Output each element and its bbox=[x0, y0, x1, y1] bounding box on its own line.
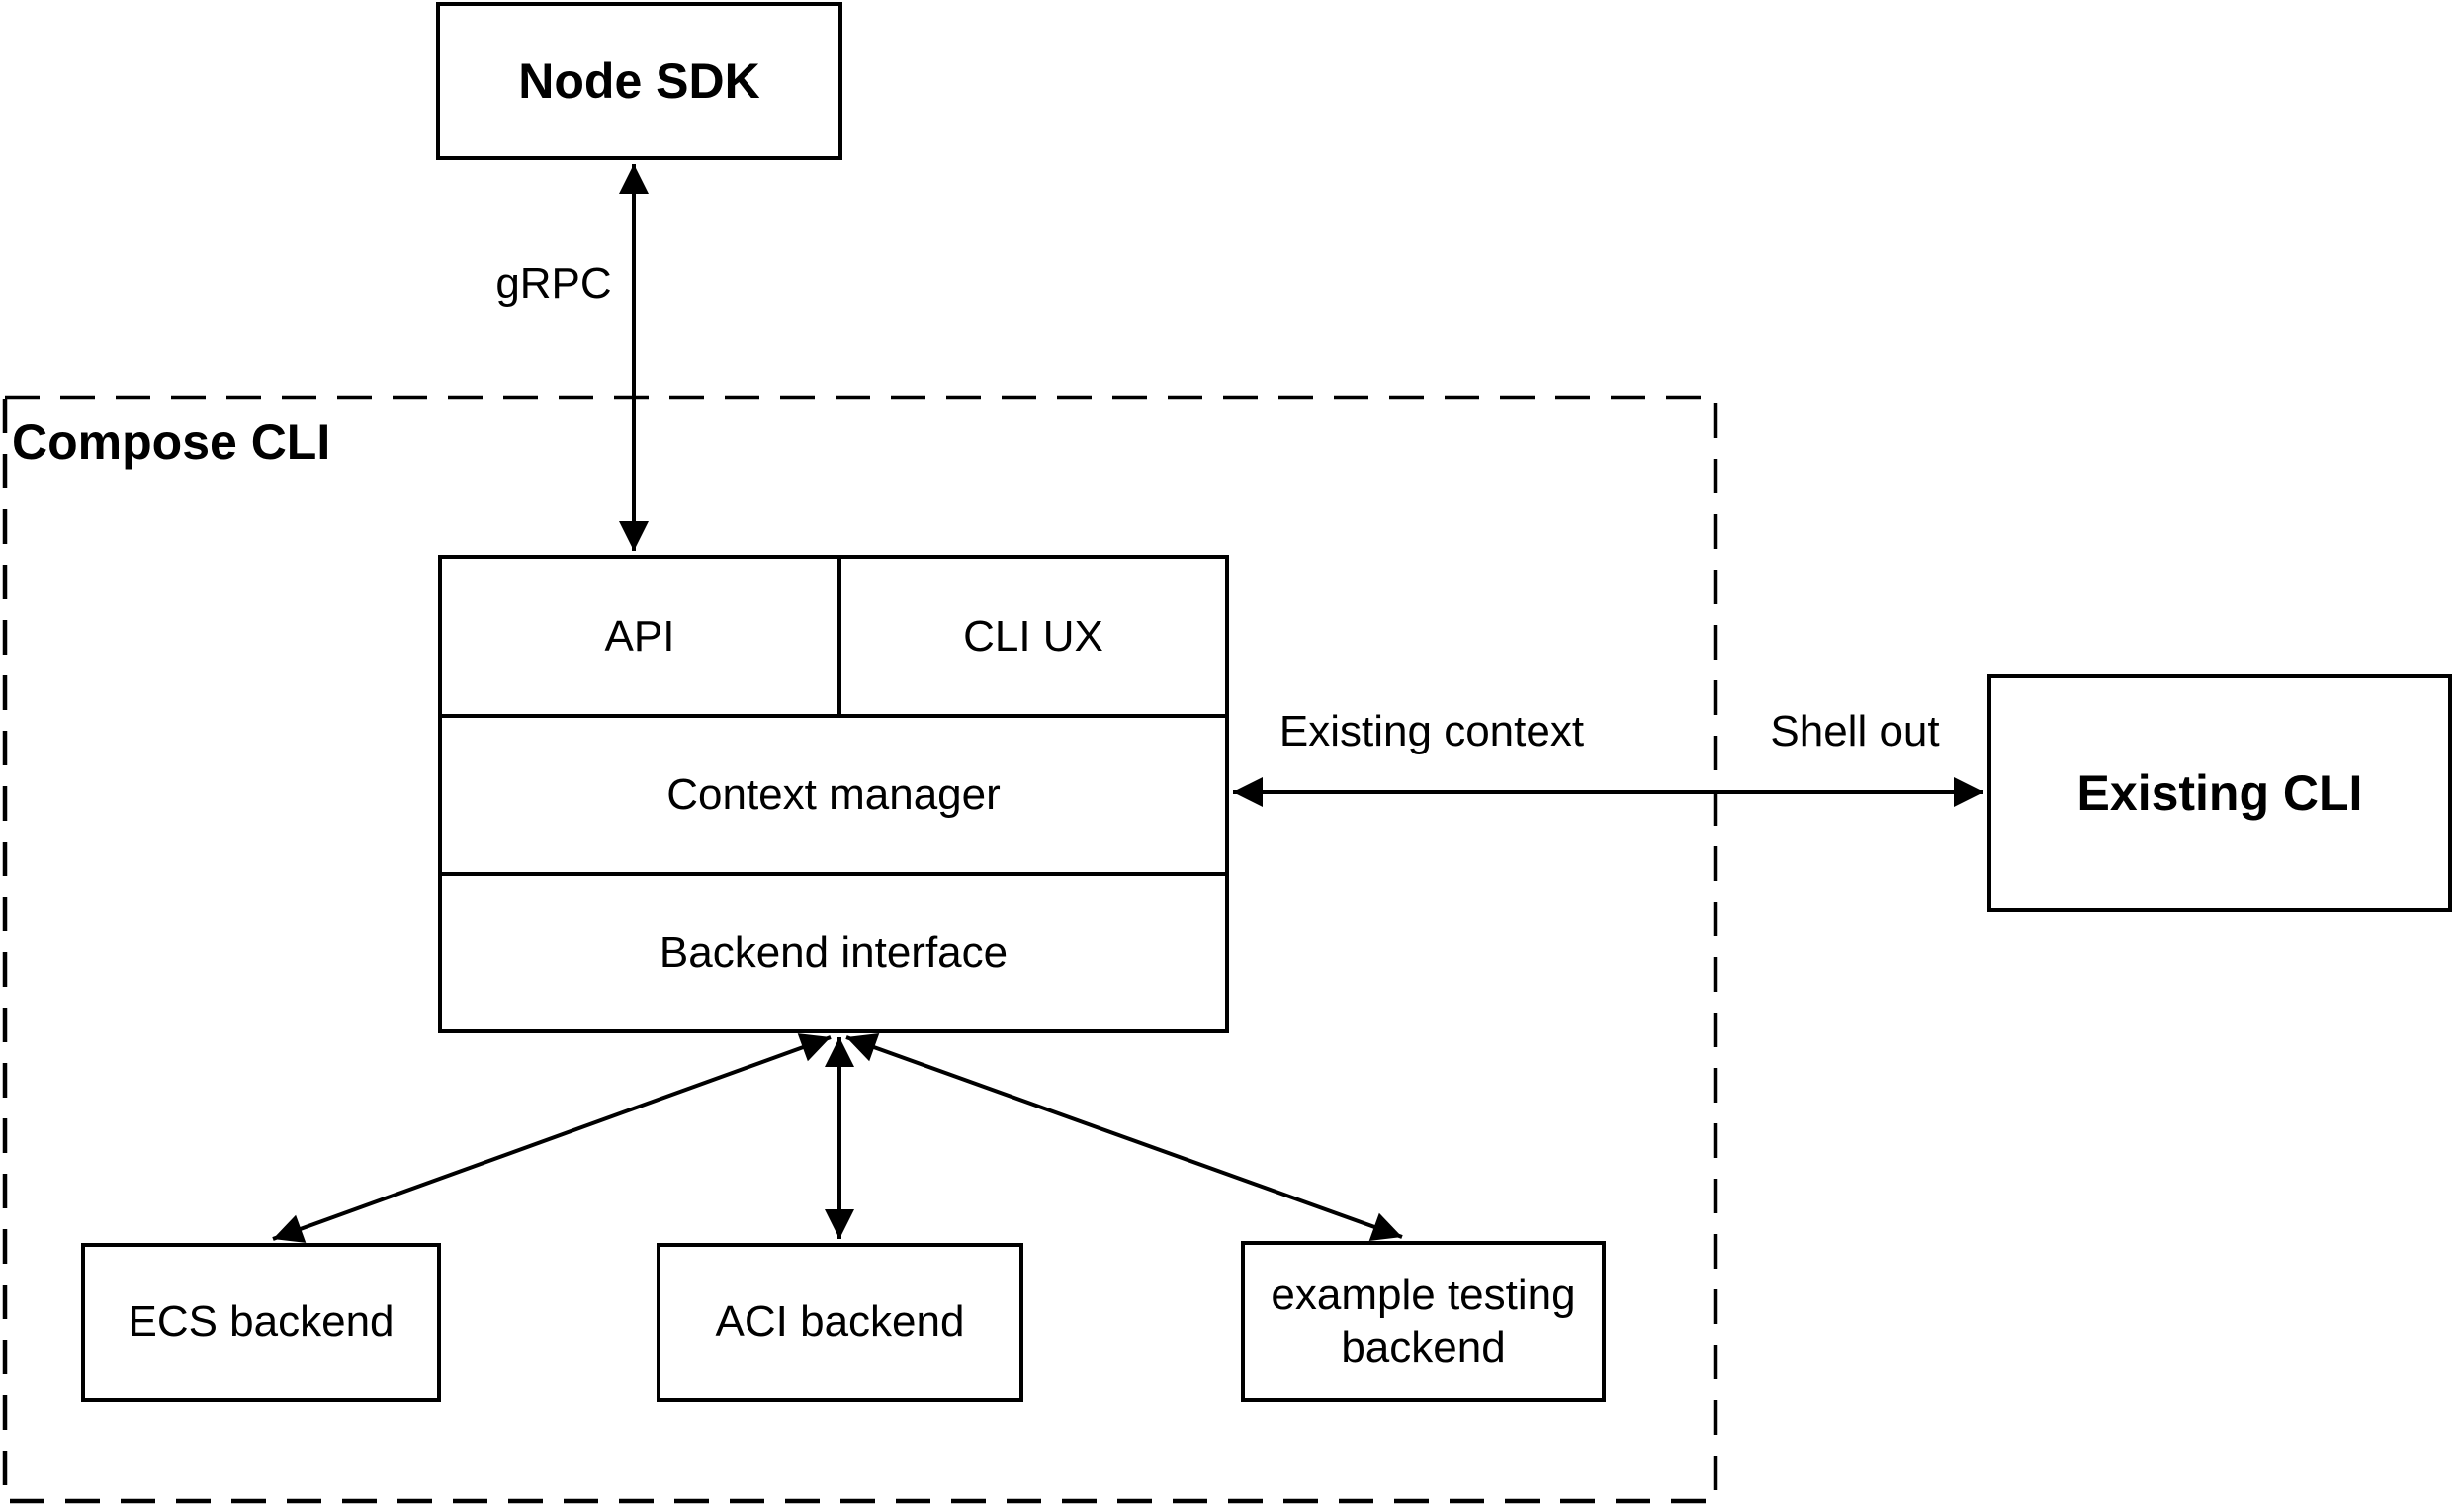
ecs-backend-box: ECS backend bbox=[81, 1243, 441, 1402]
cli-ux-label: CLI UX bbox=[963, 611, 1103, 661]
example-testing-backend-label: example testing backend bbox=[1271, 1270, 1576, 1372]
node-sdk-label: Node SDK bbox=[518, 53, 760, 109]
backend-interface-label: Backend interface bbox=[659, 928, 1009, 977]
cli-ux-cell: CLI UX bbox=[837, 559, 1225, 714]
compose-cli-container-label: Compose CLI bbox=[12, 414, 331, 470]
example-testing-backend-box: example testing backend bbox=[1241, 1241, 1606, 1402]
core-top-row: API CLI UX bbox=[442, 559, 1225, 714]
existing-cli-label: Existing CLI bbox=[2076, 765, 2363, 821]
aci-backend-box: ACI backend bbox=[657, 1243, 1023, 1402]
node-sdk-box: Node SDK bbox=[436, 2, 842, 160]
existing-context-edge-label: Existing context bbox=[1273, 707, 1591, 756]
ecs-backend-label: ECS backend bbox=[128, 1297, 395, 1347]
compose-cli-core-box: API CLI UX Context manager Backend inter… bbox=[438, 555, 1229, 1033]
backend-example-arrow bbox=[845, 1033, 1403, 1241]
aci-backend-label: ACI backend bbox=[715, 1297, 965, 1347]
backend-interface-cell: Backend interface bbox=[442, 872, 1225, 1029]
shell-out-edge-label: Shell out bbox=[1764, 707, 1946, 756]
context-manager-cell: Context manager bbox=[442, 714, 1225, 872]
grpc-edge-label: gRPC bbox=[489, 259, 618, 309]
existing-cli-box: Existing CLI bbox=[1987, 674, 2452, 912]
api-label: API bbox=[604, 611, 675, 661]
backend-ecs-arrow bbox=[272, 1033, 832, 1243]
context-manager-label: Context manager bbox=[666, 770, 1001, 819]
api-cell: API bbox=[442, 559, 837, 714]
